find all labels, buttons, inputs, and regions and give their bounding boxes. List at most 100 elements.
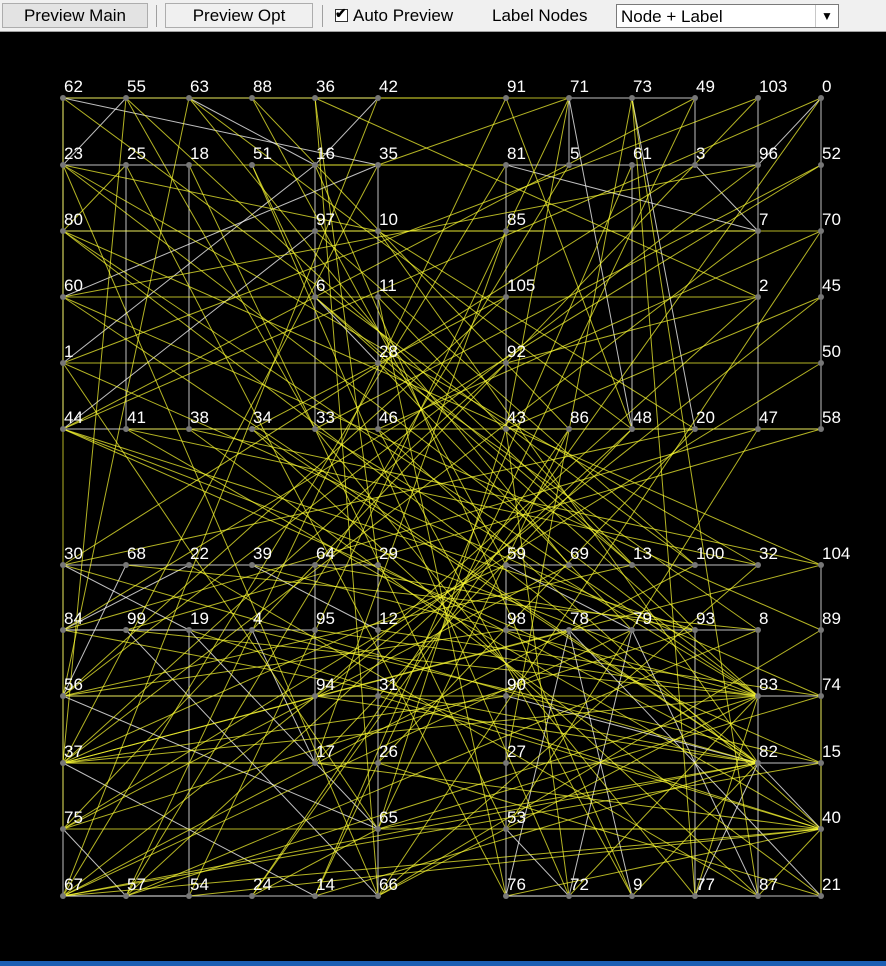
node-22[interactable]: 22 xyxy=(186,544,209,568)
node-9[interactable]: 9 xyxy=(629,875,642,899)
node-dot[interactable] xyxy=(692,426,698,432)
node-dot[interactable] xyxy=(375,693,381,699)
node-dot[interactable] xyxy=(692,893,698,899)
node-dot[interactable] xyxy=(249,562,255,568)
node-dot[interactable] xyxy=(375,95,381,101)
node-54[interactable]: 54 xyxy=(186,875,209,899)
node-30[interactable]: 30 xyxy=(60,544,83,568)
node-90[interactable]: 90 xyxy=(503,675,526,699)
node-36[interactable]: 36 xyxy=(312,77,335,101)
node-dot[interactable] xyxy=(312,562,318,568)
node-27[interactable]: 27 xyxy=(503,742,526,766)
node-26[interactable]: 26 xyxy=(375,742,398,766)
node-dot[interactable] xyxy=(629,562,635,568)
node-dot[interactable] xyxy=(503,693,509,699)
node-dot[interactable] xyxy=(123,627,129,633)
node-dot[interactable] xyxy=(629,162,635,168)
node-46[interactable]: 46 xyxy=(375,408,398,432)
node-50[interactable]: 50 xyxy=(818,342,841,366)
node-dot[interactable] xyxy=(755,693,761,699)
node-dot[interactable] xyxy=(629,95,635,101)
node-13[interactable]: 13 xyxy=(629,544,652,568)
node-98[interactable]: 98 xyxy=(503,609,526,633)
node-87[interactable]: 87 xyxy=(755,875,778,899)
node-dot[interactable] xyxy=(186,426,192,432)
node-86[interactable]: 86 xyxy=(566,408,589,432)
node-dot[interactable] xyxy=(503,228,509,234)
node-dot[interactable] xyxy=(755,760,761,766)
node-21[interactable]: 21 xyxy=(818,875,841,899)
node-66[interactable]: 66 xyxy=(375,875,398,899)
node-89[interactable]: 89 xyxy=(818,609,841,633)
node-51[interactable]: 51 xyxy=(249,144,272,168)
node-7[interactable]: 7 xyxy=(755,210,768,234)
node-77[interactable]: 77 xyxy=(692,875,715,899)
node-99[interactable]: 99 xyxy=(123,609,146,633)
node-23[interactable]: 23 xyxy=(60,144,83,168)
node-dot[interactable] xyxy=(60,562,66,568)
node-44[interactable]: 44 xyxy=(60,408,83,432)
node-88[interactable]: 88 xyxy=(249,77,272,101)
node-56[interactable]: 56 xyxy=(60,675,83,699)
node-dot[interactable] xyxy=(503,760,509,766)
node-dot[interactable] xyxy=(755,294,761,300)
node-dot[interactable] xyxy=(755,426,761,432)
node-dot[interactable] xyxy=(312,760,318,766)
node-dot[interactable] xyxy=(60,95,66,101)
node-74[interactable]: 74 xyxy=(818,675,841,699)
node-104[interactable]: 104 xyxy=(818,544,850,568)
node-dot[interactable] xyxy=(629,627,635,633)
node-42[interactable]: 42 xyxy=(375,77,398,101)
node-67[interactable]: 67 xyxy=(60,875,83,899)
node-2[interactable]: 2 xyxy=(755,276,768,300)
node-dot[interactable] xyxy=(755,893,761,899)
node-dot[interactable] xyxy=(60,893,66,899)
node-dot[interactable] xyxy=(375,562,381,568)
node-94[interactable]: 94 xyxy=(312,675,335,699)
node-48[interactable]: 48 xyxy=(629,408,652,432)
node-dot[interactable] xyxy=(186,627,192,633)
node-dot[interactable] xyxy=(60,826,66,832)
node-75[interactable]: 75 xyxy=(60,808,83,832)
node-dot[interactable] xyxy=(755,562,761,568)
node-dot[interactable] xyxy=(249,95,255,101)
node-dot[interactable] xyxy=(60,228,66,234)
node-dot[interactable] xyxy=(818,228,824,234)
node-dot[interactable] xyxy=(818,826,824,832)
node-105[interactable]: 105 xyxy=(503,276,535,300)
node-dot[interactable] xyxy=(566,562,572,568)
node-92[interactable]: 92 xyxy=(503,342,526,366)
node-dot[interactable] xyxy=(629,426,635,432)
node-dot[interactable] xyxy=(60,426,66,432)
node-dot[interactable] xyxy=(186,562,192,568)
node-91[interactable]: 91 xyxy=(503,77,526,101)
node-96[interactable]: 96 xyxy=(755,144,778,168)
node-dot[interactable] xyxy=(60,360,66,366)
node-18[interactable]: 18 xyxy=(186,144,209,168)
node-dot[interactable] xyxy=(249,893,255,899)
node-dot[interactable] xyxy=(375,294,381,300)
node-dot[interactable] xyxy=(123,562,129,568)
node-32[interactable]: 32 xyxy=(755,544,778,568)
node-dot[interactable] xyxy=(375,228,381,234)
node-dot[interactable] xyxy=(503,162,509,168)
node-37[interactable]: 37 xyxy=(60,742,83,766)
node-dot[interactable] xyxy=(375,360,381,366)
node-19[interactable]: 19 xyxy=(186,609,209,633)
node-dot[interactable] xyxy=(60,294,66,300)
node-81[interactable]: 81 xyxy=(503,144,526,168)
node-dot[interactable] xyxy=(755,228,761,234)
node-52[interactable]: 52 xyxy=(818,144,841,168)
node-62[interactable]: 62 xyxy=(60,77,83,101)
node-84[interactable]: 84 xyxy=(60,609,83,633)
node-dot[interactable] xyxy=(249,162,255,168)
node-82[interactable]: 82 xyxy=(755,742,778,766)
node-dot[interactable] xyxy=(312,294,318,300)
node-20[interactable]: 20 xyxy=(692,408,715,432)
node-dot[interactable] xyxy=(503,294,509,300)
node-dot[interactable] xyxy=(249,426,255,432)
node-dot[interactable] xyxy=(312,228,318,234)
node-40[interactable]: 40 xyxy=(818,808,841,832)
node-dot[interactable] xyxy=(503,95,509,101)
node-dot[interactable] xyxy=(566,893,572,899)
